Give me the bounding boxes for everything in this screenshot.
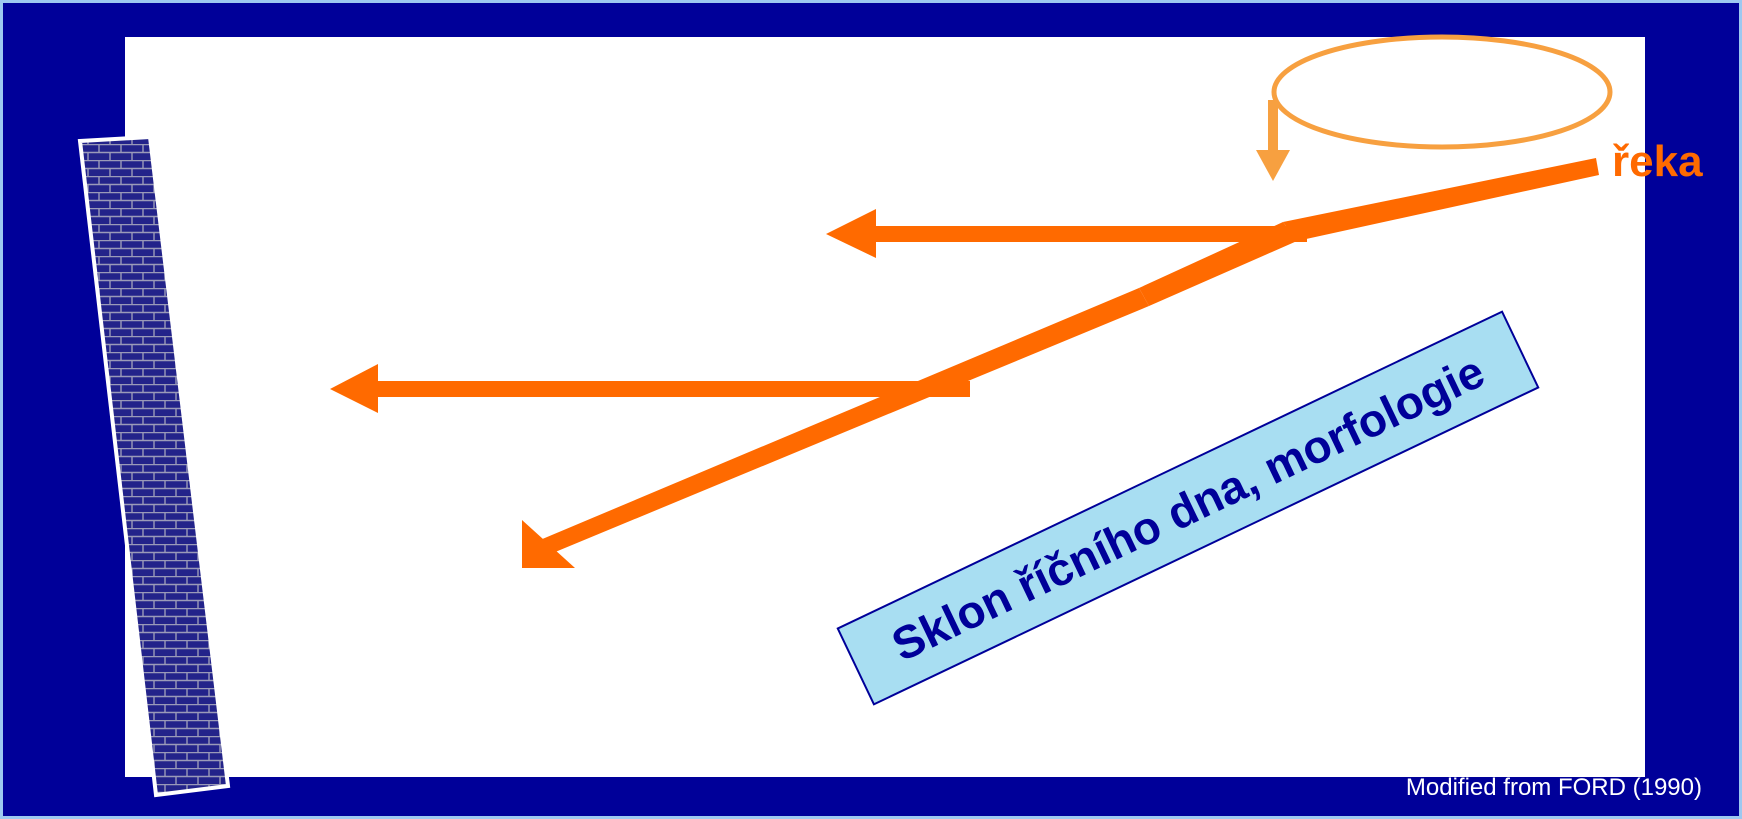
river-main-segment-2 <box>1139 222 1297 306</box>
source-ellipse <box>1271 34 1613 150</box>
lower-flow-arrow-shaft <box>378 381 970 397</box>
river-label: řeka <box>1612 137 1703 186</box>
upper-flow-arrow-head <box>826 209 876 258</box>
river-main-segment-3 <box>540 288 1149 555</box>
river-main-segment-1 <box>1283 158 1599 241</box>
lower-flow-arrow-head <box>330 364 378 413</box>
inflow-arrow-head <box>1256 150 1290 181</box>
river-main-arrow-head <box>522 520 575 568</box>
source-credit: Modified from FORD (1990) <box>1405 774 1702 801</box>
brick-wall <box>77 134 231 798</box>
upper-flow-arrow-shaft <box>875 226 1307 242</box>
